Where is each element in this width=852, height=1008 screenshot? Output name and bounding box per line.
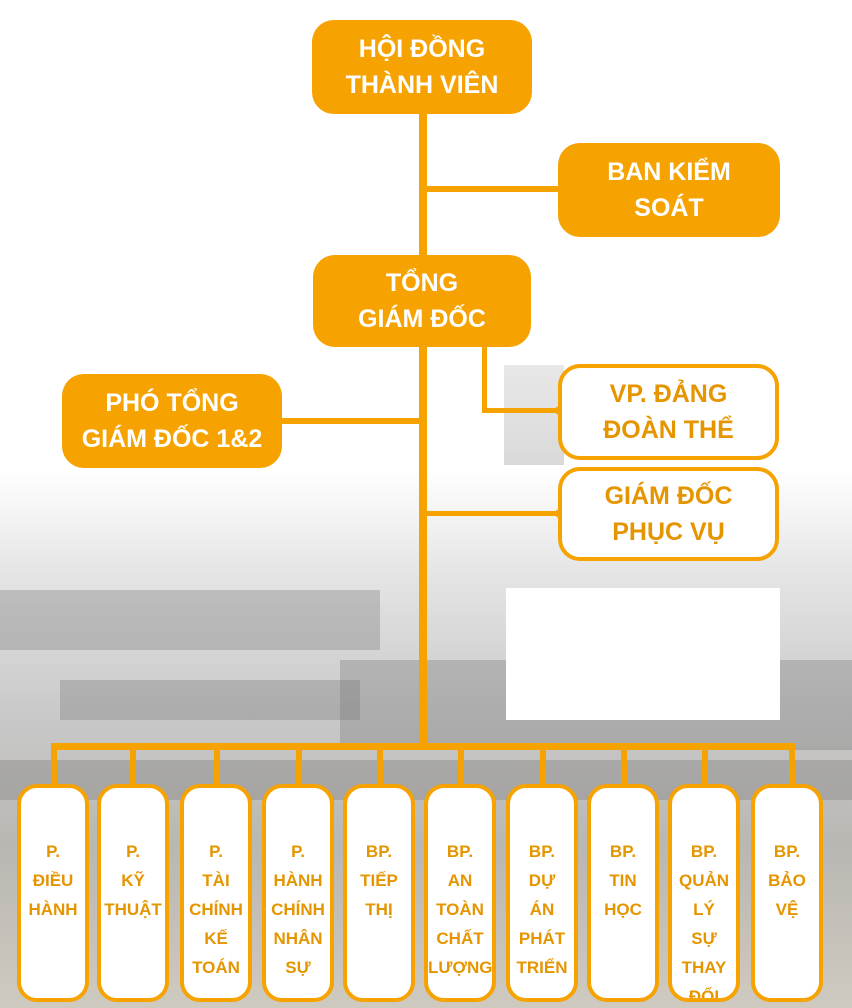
department-bus-line — [51, 743, 795, 750]
service-connector — [427, 511, 562, 516]
dept-label: BP. AN TOÀN CHẤT LƯỢNG — [428, 842, 493, 977]
dept-drop-line — [214, 743, 220, 785]
service-director-box: GIÁM ĐỐC PHỤC VỤ — [558, 467, 779, 561]
dept-box-technical: P. KỸ THUẬT — [97, 784, 169, 1002]
dept-label: P. TÀI CHÍNH KẾ TOÁN — [189, 842, 243, 977]
dept-label: BP. DỰ ÁN PHÁT TRIỂN — [516, 842, 568, 977]
party-connector-vertical — [482, 340, 487, 413]
dept-drop-line — [458, 743, 464, 785]
deputy-director-box: PHÓ TỔNG GIÁM ĐỐC 1&2 — [62, 374, 282, 468]
dept-drop-line — [130, 743, 136, 785]
general-director-box: TỔNG GIÁM ĐỐC — [313, 255, 531, 347]
dept-box-marketing: BP. TIẾP THỊ — [343, 784, 415, 1002]
deputy-director-label: PHÓ TỔNG GIÁM ĐỐC 1&2 — [81, 389, 263, 453]
dept-box-it: BP. TIN HỌC — [587, 784, 659, 1002]
dept-label: P. KỸ THUẬT — [104, 842, 162, 919]
deputy-connector — [280, 418, 419, 424]
board-box: HỘI ĐỒNG THÀNH VIÊN — [312, 20, 532, 114]
dept-box-security: BP. BẢO VỆ — [751, 784, 823, 1002]
dept-label: BP. TIẾP THỊ — [360, 842, 398, 919]
dept-label: BP. BẢO VỆ — [768, 842, 806, 919]
dept-box-finance: P. TÀI CHÍNH KẾ TOÁN — [180, 784, 252, 1002]
dept-box-quality: BP. AN TOÀN CHẤT LƯỢNG — [424, 784, 496, 1002]
party-connector-horizontal — [482, 408, 562, 413]
supervisory-connector — [427, 186, 559, 192]
dept-drop-line — [540, 743, 546, 785]
dept-label: P. HÀNH CHÍNH NHÂN SỰ — [271, 842, 325, 977]
dept-box-change-mgmt: BP. QUẢN LÝ SỰ THAY ĐỔI — [668, 784, 740, 1002]
party-office-label: VP. ĐẢNG ĐOÀN THỂ — [603, 380, 734, 444]
dept-label: BP. TIN HỌC — [604, 842, 642, 919]
dept-drop-line — [621, 743, 627, 785]
board-label: HỘI ĐỒNG THÀNH VIÊN — [345, 35, 499, 99]
dept-drop-line — [702, 743, 708, 785]
dept-label: BP. QUẢN LÝ SỰ THAY ĐỔI — [678, 842, 730, 1002]
dept-drop-line — [377, 743, 383, 785]
dept-box-projects: BP. DỰ ÁN PHÁT TRIỂN — [506, 784, 578, 1002]
party-office-box: VP. ĐẢNG ĐOÀN THỂ — [558, 364, 779, 460]
supervisory-box: BAN KIỂM SOÁT — [558, 143, 780, 237]
supervisory-label: BAN KIỂM SOÁT — [607, 158, 731, 222]
dept-drop-line — [296, 743, 302, 785]
service-director-label: GIÁM ĐỐC PHỤC VỤ — [604, 482, 733, 546]
dept-drop-line — [51, 743, 57, 785]
general-director-label: TỔNG GIÁM ĐỐC — [358, 269, 486, 333]
dept-drop-line — [789, 743, 795, 785]
dept-box-operations: P. ĐIỀU HÀNH — [17, 784, 89, 1002]
dept-box-hr: P. HÀNH CHÍNH NHÂN SỰ — [262, 784, 334, 1002]
dept-label: P. ĐIỀU HÀNH — [28, 842, 78, 919]
main-trunk-line — [419, 112, 427, 748]
photo-strip — [504, 365, 564, 465]
